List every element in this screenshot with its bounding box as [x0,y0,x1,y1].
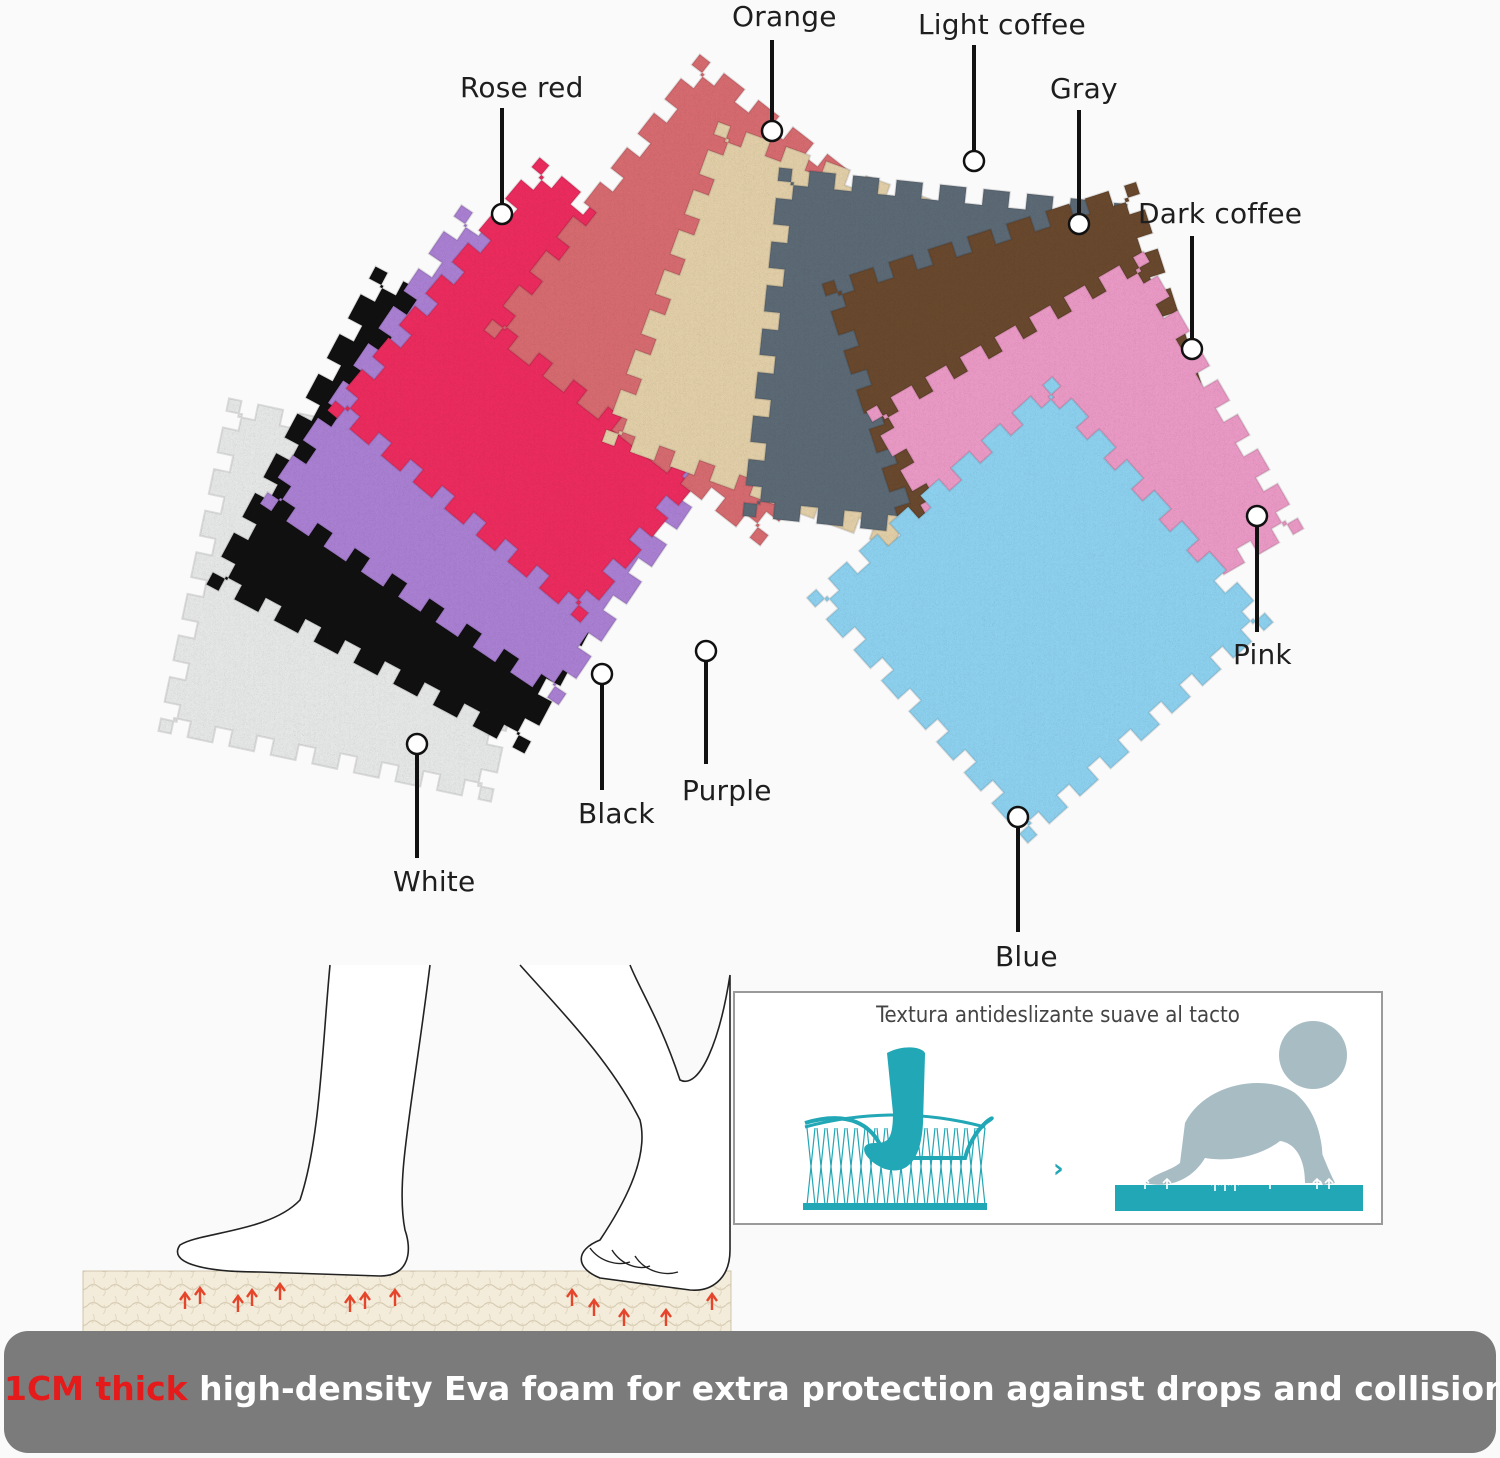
pressure-arrow-icon [618,1307,630,1326]
feature-banner: 1CM thick high-density Eva foam for extr… [4,1331,1500,1453]
label-blue: Blue [995,940,1058,973]
pressure-arrow-icon [706,1291,718,1310]
callout-light-coffee [962,45,986,173]
label-gray: Gray [1050,72,1118,105]
texture-diagram: › [803,1021,1363,1211]
callout-white [405,732,429,858]
pressure-arrow-icon [344,1293,356,1312]
callout-orange [760,40,784,143]
label-light-coffee: Light coffee [918,8,1086,41]
banner-body: high-density Eva foam for extra protecti… [199,1369,1500,1408]
label-dark-coffee: Dark coffee [1138,197,1303,230]
support-arrow-icon [1312,1177,1322,1189]
label-purple: Purple [682,774,772,807]
label-orange: Orange [732,0,837,33]
chevron-right-icon: › [1053,1154,1064,1184]
pressure-arrow-icon [389,1287,401,1306]
support-arrow-icon [1220,1179,1230,1191]
pressure-arrow-icon [359,1290,371,1309]
pressure-arrow-icon [274,1281,286,1300]
banner-text: 1CM thick high-density Eva foam for extr… [4,1369,1500,1408]
label-white: White [393,865,476,898]
pressure-arrow-icon [232,1293,244,1312]
pressure-arrow-icon [660,1307,672,1326]
callout-pink [1245,504,1269,632]
color-callouts [405,40,1269,932]
label-black: Black [578,797,655,830]
anti-slip-texture-panel: Textura antideslizante suave al tacto › [733,991,1383,1225]
crawling-baby-graphic [1115,1021,1363,1211]
panel-caption: Textura antideslizante suave al tacto [876,1003,1240,1028]
support-arrow-icon [1140,1177,1150,1189]
label-pink: Pink [1233,638,1292,671]
support-arrow-icon [1162,1177,1172,1189]
support-arrow-icon [1324,1177,1334,1189]
callout-black [590,662,614,790]
pressure-arrow-icon [588,1297,600,1316]
callout-rose-red [490,108,514,226]
support-arrow-icon [1210,1179,1220,1191]
callout-blue [1006,805,1030,932]
callout-purple [694,639,718,764]
pressure-arrow-icon [246,1287,258,1306]
tile-blue [805,375,1275,845]
support-arrow-icon [1265,1177,1275,1189]
callout-gray [1067,110,1091,236]
pressure-arrow-icon [179,1290,191,1309]
foam-compression-graphic [803,1047,994,1210]
feet-on-foam-illustration [82,964,732,1352]
label-rose-red: Rose red [460,71,584,104]
pressure-arrow-icon [566,1287,578,1306]
foam-tiles-fan [157,52,1305,845]
pressure-arrow-icon [194,1285,206,1304]
callout-dark-coffee [1180,236,1204,361]
banner-highlight: 1CM thick [4,1369,188,1408]
support-arrow-icon [1230,1179,1240,1191]
mat-surface [1115,1185,1363,1211]
